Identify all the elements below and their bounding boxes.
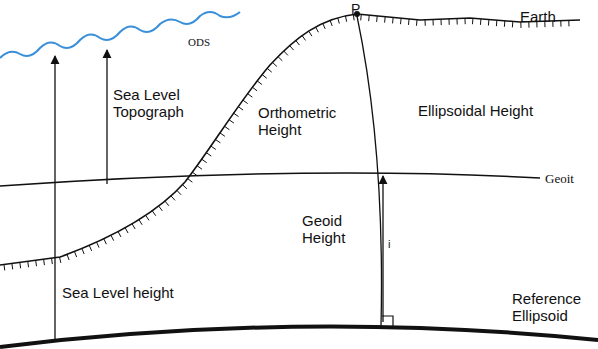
earth-surface xyxy=(0,14,580,265)
hatch-tick xyxy=(400,18,402,24)
hatch-tick xyxy=(211,146,216,149)
hatch-tick xyxy=(11,263,13,269)
hatch-tick xyxy=(59,257,60,263)
surface-label: ODS xyxy=(188,36,210,49)
hatch-tick xyxy=(165,201,169,206)
hatch-tick xyxy=(480,19,481,25)
hatch-tick xyxy=(464,18,465,24)
height-label: Sea Level height xyxy=(62,284,174,301)
hatch-tick xyxy=(51,258,53,264)
geoid-height-arrow xyxy=(382,176,383,322)
hatch-tick xyxy=(215,139,220,142)
hatch-tick xyxy=(568,20,569,26)
hatch-tick xyxy=(360,14,362,20)
hatch-tick xyxy=(309,31,312,36)
hatch-tick xyxy=(177,190,181,194)
hatch-tick xyxy=(338,18,340,24)
hatch-tick xyxy=(159,206,163,211)
hatch-tick xyxy=(284,51,288,55)
surface-label: Earth xyxy=(520,8,556,25)
hatch-tick xyxy=(302,36,306,41)
hatch-tick xyxy=(234,113,239,116)
hatch-tick xyxy=(278,57,282,61)
terrain-hatching xyxy=(4,14,569,270)
hatch-tick xyxy=(267,68,272,72)
hatch-tick xyxy=(433,19,434,25)
height-label: Geoid Height xyxy=(302,212,364,246)
sea-surface xyxy=(0,12,240,58)
hatch-tick xyxy=(384,17,386,23)
hatch-tick xyxy=(496,20,497,26)
hatch-tick xyxy=(252,87,257,91)
hatch-tick xyxy=(104,239,107,244)
hatch-tick xyxy=(323,23,325,28)
hatch-tick xyxy=(125,228,128,233)
height-label: Orthometric Height xyxy=(258,104,350,138)
hatch-tick xyxy=(35,260,37,266)
surface-label: Reference Ellipsoid xyxy=(512,290,592,324)
hatch-tick xyxy=(425,20,426,26)
sea-level-height-arrow xyxy=(54,56,55,342)
point-label: P xyxy=(351,1,360,17)
hatch-tick xyxy=(345,16,346,22)
hatch-tick xyxy=(456,19,457,25)
hatch-tick xyxy=(202,159,207,162)
hatch-tick xyxy=(74,251,76,257)
hatch-tick xyxy=(111,235,114,240)
geoid-line xyxy=(0,173,540,186)
hatch-tick xyxy=(220,133,225,136)
hatch-tick xyxy=(560,21,561,27)
hatch-tick xyxy=(139,220,142,225)
hatch-tick xyxy=(197,166,202,169)
hatch-tick xyxy=(67,254,69,260)
hatch-tick xyxy=(262,75,267,79)
hatch-tick xyxy=(512,21,513,27)
hatch-tick xyxy=(243,100,248,104)
hatch-tick xyxy=(296,40,300,45)
hatch-tick xyxy=(392,17,394,23)
hatch-tick xyxy=(290,46,294,51)
hatch-tick xyxy=(238,107,243,110)
hatch-tick xyxy=(472,18,473,24)
height-label: Ellipsoidal Height xyxy=(418,102,533,119)
hatch-tick xyxy=(376,16,378,22)
hatch-tick xyxy=(272,62,276,66)
hatch-tick xyxy=(118,232,121,237)
hatch-tick xyxy=(368,15,370,21)
hatch-tick xyxy=(224,126,229,129)
hatch-tick xyxy=(257,81,262,85)
hatch-tick xyxy=(248,94,253,98)
hatch-tick xyxy=(188,179,193,183)
hatch-tick xyxy=(19,262,21,268)
sea-level-topography-arrow xyxy=(106,50,107,184)
hatch-tick xyxy=(229,120,234,123)
hatch-tick xyxy=(146,215,149,220)
hatch-tick xyxy=(316,27,319,32)
hatch-tick xyxy=(504,21,505,27)
hatch-tick xyxy=(3,264,5,270)
hatch-tick xyxy=(27,261,29,267)
hatch-tick xyxy=(488,20,489,26)
hatch-tick xyxy=(152,211,155,216)
hatch-tick xyxy=(182,185,186,189)
hatch-tick xyxy=(448,19,449,25)
hatch-tick xyxy=(206,153,211,156)
hatch-tick xyxy=(43,259,45,265)
hatch-tick xyxy=(171,196,175,200)
ellipsoidal-height-line xyxy=(357,16,382,327)
hatch-tick xyxy=(330,20,332,26)
height-label: Sea Level Topograph xyxy=(113,86,195,120)
surface-label: Geoit xyxy=(545,171,574,186)
hatch-tick xyxy=(82,248,84,254)
ellipsoid-line xyxy=(0,327,598,347)
hatch-tick xyxy=(440,19,441,25)
marker-label: i xyxy=(388,238,390,251)
hatch-tick xyxy=(89,245,91,251)
hatch-tick xyxy=(416,20,418,26)
hatch-tick xyxy=(97,242,99,247)
hatch-tick xyxy=(408,19,410,25)
hatch-tick xyxy=(132,224,135,229)
